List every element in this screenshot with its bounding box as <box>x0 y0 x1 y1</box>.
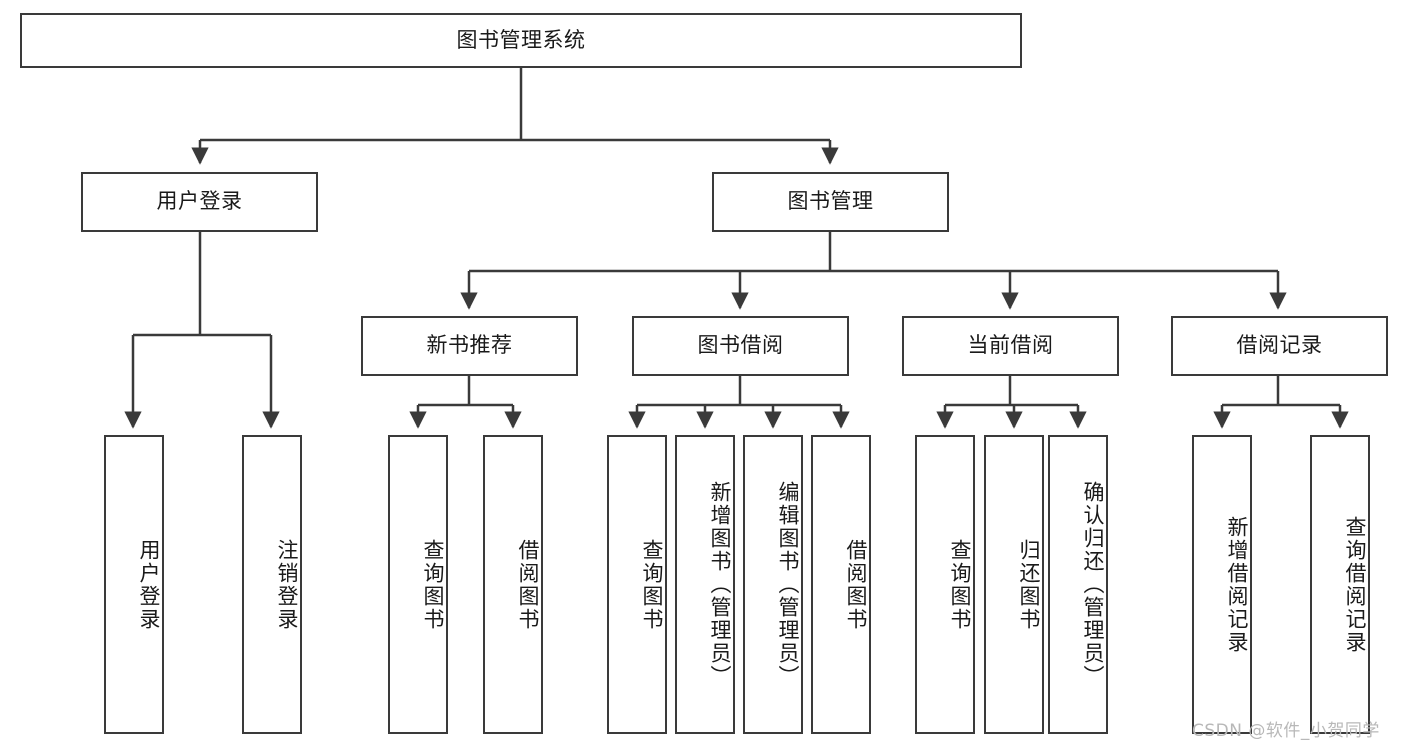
node-current-borrow-label: 当前借阅 <box>967 333 1054 358</box>
node-new-book-recommend[interactable]: 新书推荐 <box>361 316 578 376</box>
node-root-label: 图书管理系统 <box>456 27 586 52</box>
node-leaf-user-login[interactable]: 用户登录 <box>104 435 164 734</box>
node-leaf-borrow-book-2-label: 借阅图书 <box>844 538 868 631</box>
node-book-management-label: 图书管理 <box>787 189 874 214</box>
node-user-login[interactable]: 用户登录 <box>81 172 318 232</box>
node-borrow-record-label: 借阅记录 <box>1236 333 1323 358</box>
node-leaf-query-book-3[interactable]: 查询图书 <box>915 435 975 734</box>
node-leaf-query-borrow-record[interactable]: 查询借阅记录 <box>1310 435 1370 734</box>
node-leaf-borrow-book-1-label: 借阅图书 <box>516 538 540 631</box>
node-leaf-add-borrow-record-label: 新增借阅记录 <box>1225 515 1249 654</box>
node-leaf-borrow-book-1[interactable]: 借阅图书 <box>483 435 543 734</box>
node-leaf-edit-book-label: 编辑图书（管理员） <box>776 481 800 688</box>
node-root[interactable]: 图书管理系统 <box>20 13 1022 68</box>
node-leaf-return-book[interactable]: 归还图书 <box>984 435 1044 734</box>
node-leaf-query-book-1-label: 查询图书 <box>421 538 445 631</box>
node-leaf-add-borrow-record[interactable]: 新增借阅记录 <box>1192 435 1252 734</box>
node-leaf-query-borrow-record-label: 查询借阅记录 <box>1343 515 1367 654</box>
csdn-watermark-text: CSDN @软件_小贺同学 <box>1192 721 1380 741</box>
node-new-book-recommend-label: 新书推荐 <box>426 333 513 358</box>
node-book-borrow-label: 图书借阅 <box>697 333 784 358</box>
node-leaf-borrow-book-2[interactable]: 借阅图书 <box>811 435 871 734</box>
node-leaf-query-book-2-label: 查询图书 <box>640 538 664 631</box>
node-leaf-edit-book[interactable]: 编辑图书（管理员） <box>743 435 803 734</box>
node-leaf-confirm-return-label: 确认归还（管理员） <box>1081 481 1105 688</box>
node-user-login-label: 用户登录 <box>156 189 243 214</box>
node-leaf-query-book-3-label: 查询图书 <box>948 538 972 631</box>
node-borrow-record[interactable]: 借阅记录 <box>1171 316 1388 376</box>
node-leaf-query-book-1[interactable]: 查询图书 <box>388 435 448 734</box>
node-current-borrow[interactable]: 当前借阅 <box>902 316 1119 376</box>
node-book-management[interactable]: 图书管理 <box>712 172 949 232</box>
node-leaf-logout-login[interactable]: 注销登录 <box>242 435 302 734</box>
node-leaf-add-book-label: 新增图书（管理员） <box>708 481 732 688</box>
node-leaf-return-book-label: 归还图书 <box>1017 538 1041 631</box>
node-leaf-logout-login-label: 注销登录 <box>275 538 299 631</box>
node-book-borrow[interactable]: 图书借阅 <box>632 316 849 376</box>
node-leaf-add-book[interactable]: 新增图书（管理员） <box>675 435 735 734</box>
csdn-watermark: CSDN @软件_小贺同学 <box>1192 716 1380 741</box>
node-leaf-user-login-label: 用户登录 <box>137 538 161 631</box>
node-leaf-confirm-return[interactable]: 确认归还（管理员） <box>1048 435 1108 734</box>
node-leaf-query-book-2[interactable]: 查询图书 <box>607 435 667 734</box>
